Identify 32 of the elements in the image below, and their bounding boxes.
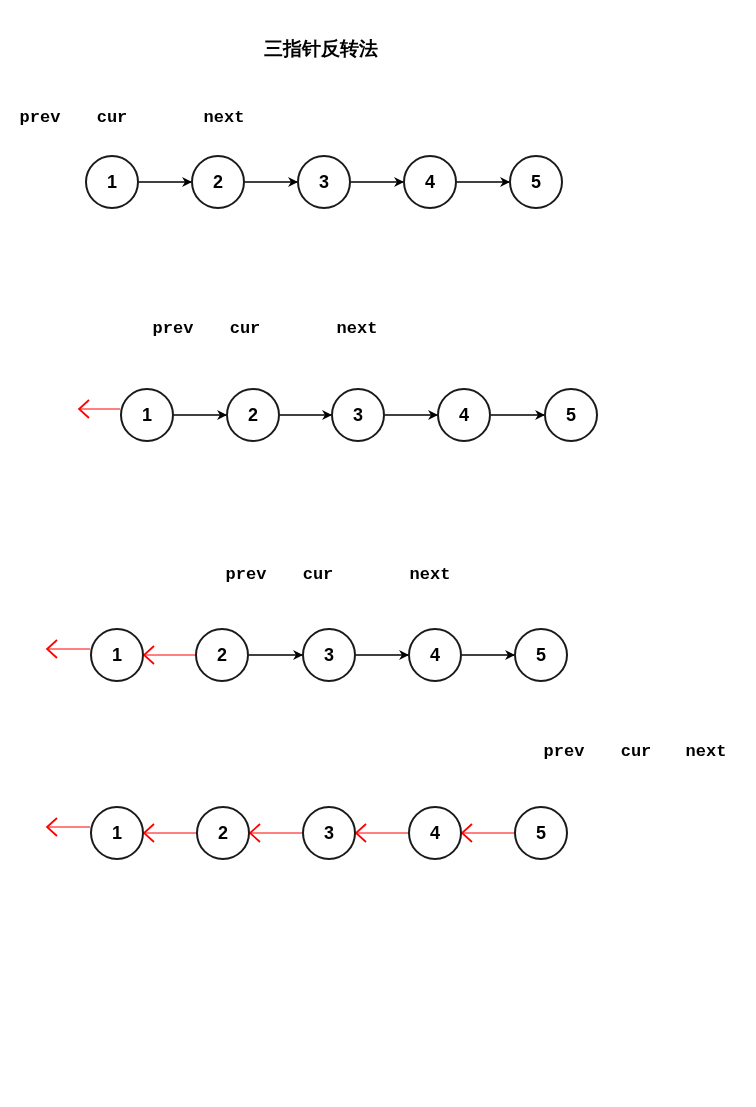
pointer-label: next: [409, 564, 451, 587]
pointer-label: prev: [543, 741, 585, 764]
pointer-label: next: [336, 318, 378, 341]
pointer-label: next: [685, 741, 727, 764]
pointer-label: cur: [229, 318, 261, 341]
arrow: [78, 399, 121, 419]
arrow: [249, 823, 303, 843]
arrow: [355, 650, 409, 660]
arrow: [143, 645, 196, 665]
pointer-label: next: [203, 107, 245, 130]
pointer-label: cur: [620, 741, 652, 764]
arrow: [350, 177, 404, 187]
pointer-label: cur: [302, 564, 334, 587]
arrow: [138, 177, 192, 187]
pointer-label: prev: [152, 318, 194, 341]
arrow: [244, 177, 298, 187]
arrow: [461, 650, 515, 660]
arrow: [248, 650, 303, 660]
arrow: [490, 410, 545, 420]
arrow: [355, 823, 409, 843]
title: 三指针反转法: [264, 36, 378, 61]
arrow: [46, 817, 91, 837]
arrow: [46, 639, 91, 659]
arrow: [143, 823, 197, 843]
arrow: [173, 410, 227, 420]
pointer-label: prev: [19, 107, 61, 130]
pointer-label: cur: [96, 107, 128, 130]
pointer-label: prev: [225, 564, 267, 587]
arrow: [456, 177, 510, 187]
arrow: [279, 410, 332, 420]
arrow: [384, 410, 438, 420]
arrow: [461, 823, 515, 843]
